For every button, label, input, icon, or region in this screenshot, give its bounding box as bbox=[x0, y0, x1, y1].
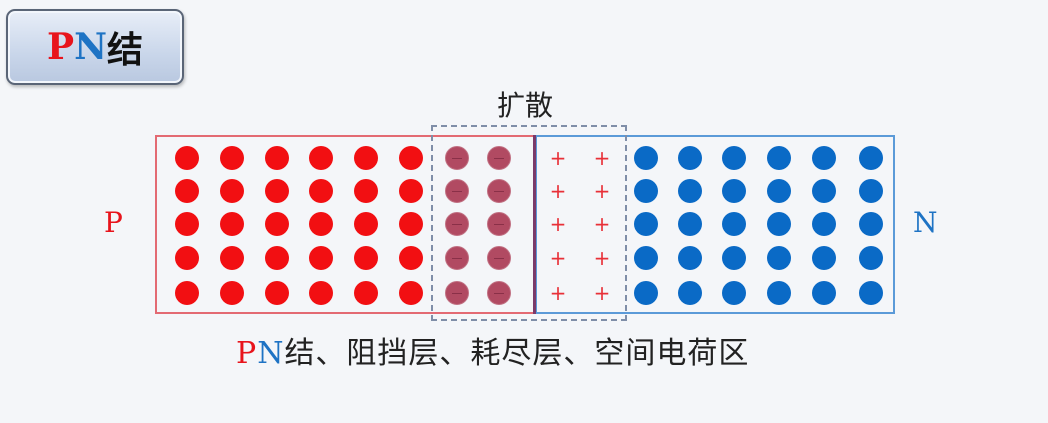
electron-dot bbox=[634, 281, 658, 305]
hole-dot bbox=[265, 212, 289, 236]
negative-ion-dot bbox=[445, 179, 469, 203]
caption-p: P bbox=[236, 336, 258, 371]
hole-dot bbox=[399, 212, 423, 236]
caption-text: 结、阻挡层、耗尽层、空间电荷区 bbox=[284, 336, 750, 371]
positive-ion-plus: + bbox=[593, 246, 611, 270]
hole-dot bbox=[220, 281, 244, 305]
hole-dot bbox=[220, 146, 244, 170]
electron-dot bbox=[678, 212, 702, 236]
hole-dot bbox=[265, 281, 289, 305]
positive-ion-plus: + bbox=[549, 246, 567, 270]
negative-ion-dot bbox=[445, 146, 469, 170]
electron-dot bbox=[634, 212, 658, 236]
electron-dot bbox=[678, 281, 702, 305]
electron-dot bbox=[634, 246, 658, 270]
hole-dot bbox=[220, 246, 244, 270]
electron-dot bbox=[767, 246, 791, 270]
electron-dot bbox=[767, 281, 791, 305]
title-suffix: 结 bbox=[106, 29, 143, 71]
hole-dot bbox=[309, 146, 333, 170]
negative-ion-dot bbox=[487, 212, 511, 236]
electron-dot bbox=[767, 146, 791, 170]
positive-ion-plus: + bbox=[549, 179, 567, 203]
hole-dot bbox=[220, 212, 244, 236]
hole-dot bbox=[399, 179, 423, 203]
hole-dot bbox=[354, 179, 378, 203]
positive-ion-plus: + bbox=[593, 146, 611, 170]
electron-dot bbox=[722, 146, 746, 170]
diffusion-label: 扩散 bbox=[497, 89, 554, 122]
positive-ion-plus: + bbox=[593, 179, 611, 203]
electron-dot bbox=[678, 246, 702, 270]
electron-dot bbox=[722, 212, 746, 236]
hole-dot bbox=[265, 179, 289, 203]
positive-ion-plus: + bbox=[549, 281, 567, 305]
title-n: N bbox=[74, 26, 107, 68]
negative-ion-dot bbox=[487, 246, 511, 270]
hole-dot bbox=[175, 246, 199, 270]
negative-ion-dot bbox=[445, 281, 469, 305]
electron-dot bbox=[722, 179, 746, 203]
electron-dot bbox=[767, 212, 791, 236]
hole-dot bbox=[175, 179, 199, 203]
electron-dot bbox=[859, 281, 883, 305]
electron-dot bbox=[767, 179, 791, 203]
hole-dot bbox=[309, 212, 333, 236]
hole-dot bbox=[354, 146, 378, 170]
hole-dot bbox=[309, 179, 333, 203]
hole-dot bbox=[309, 281, 333, 305]
hole-dot bbox=[175, 281, 199, 305]
negative-ion-dot bbox=[487, 146, 511, 170]
negative-ion-dot bbox=[445, 246, 469, 270]
electron-dot bbox=[859, 246, 883, 270]
electron-dot bbox=[812, 179, 836, 203]
n-side-label: N bbox=[913, 206, 938, 239]
caption-n: N bbox=[257, 336, 285, 371]
positive-ion-plus: + bbox=[593, 212, 611, 236]
negative-ion-dot bbox=[445, 212, 469, 236]
electron-dot bbox=[812, 246, 836, 270]
electron-dot bbox=[634, 146, 658, 170]
electron-dot bbox=[859, 212, 883, 236]
hole-dot bbox=[354, 212, 378, 236]
electron-dot bbox=[678, 179, 702, 203]
electron-dot bbox=[812, 146, 836, 170]
n-region bbox=[535, 135, 895, 314]
hole-dot bbox=[399, 146, 423, 170]
hole-dot bbox=[220, 179, 244, 203]
title-p: P bbox=[47, 26, 75, 68]
p-side-label: P bbox=[104, 206, 123, 239]
positive-ion-plus: + bbox=[549, 212, 567, 236]
hole-dot bbox=[399, 246, 423, 270]
positive-ion-plus: + bbox=[549, 146, 567, 170]
hole-dot bbox=[265, 146, 289, 170]
hole-dot bbox=[175, 212, 199, 236]
junction-boundary bbox=[533, 135, 536, 314]
depletion-region-outline bbox=[431, 125, 627, 321]
electron-dot bbox=[634, 179, 658, 203]
hole-dot bbox=[399, 281, 423, 305]
hole-dot bbox=[354, 246, 378, 270]
hole-dot bbox=[175, 146, 199, 170]
hole-dot bbox=[265, 246, 289, 270]
electron-dot bbox=[812, 281, 836, 305]
electron-dot bbox=[678, 146, 702, 170]
electron-dot bbox=[812, 212, 836, 236]
hole-dot bbox=[309, 246, 333, 270]
caption: PN结、阻挡层、耗尽层、空间电荷区 bbox=[236, 328, 749, 372]
electron-dot bbox=[859, 146, 883, 170]
hole-dot bbox=[354, 281, 378, 305]
electron-dot bbox=[722, 246, 746, 270]
positive-ion-plus: + bbox=[593, 281, 611, 305]
electron-dot bbox=[859, 179, 883, 203]
negative-ion-dot bbox=[487, 281, 511, 305]
negative-ion-dot bbox=[487, 179, 511, 203]
electron-dot bbox=[722, 281, 746, 305]
